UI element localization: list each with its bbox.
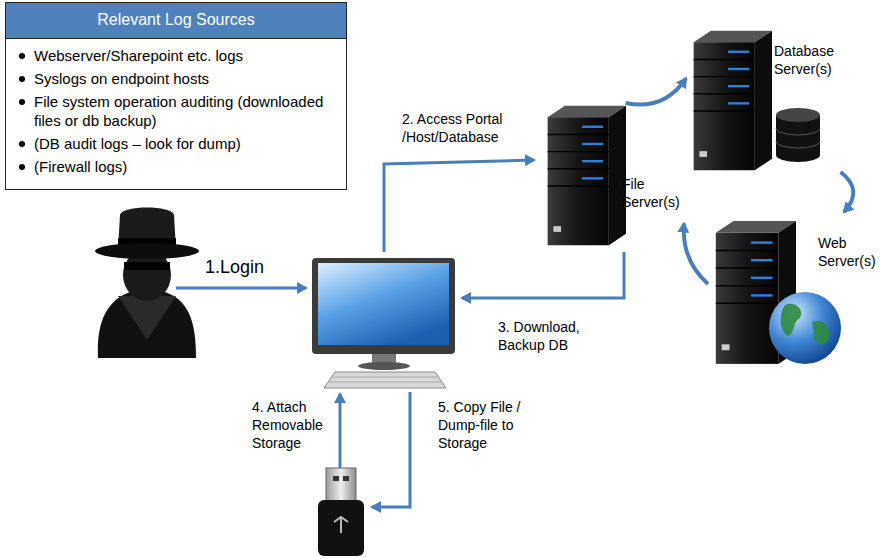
cycle-arrow — [626, 78, 686, 104]
bullet-item: File system operation auditing (download… — [16, 92, 336, 130]
server-node: Database Server(s) — [686, 28, 870, 172]
legend-box: Relevant Log SourcesWebserver/Sharepoint… — [5, 2, 347, 190]
cycle-arrow — [841, 172, 854, 212]
usb-stick — [318, 468, 364, 556]
bullet-item: Syslogs on endpoint hosts — [16, 69, 336, 88]
database-cylinder — [776, 108, 820, 162]
bullet-dot — [19, 164, 25, 170]
bullet-text: Webserver/Sharepoint etc. logs — [34, 47, 243, 64]
step-label: 3. Download, Backup DB — [498, 318, 602, 354]
bullet-dot — [19, 76, 25, 82]
bullet-text: Syslogs on endpoint hosts — [34, 70, 209, 87]
bullet-item: Webserver/Sharepoint etc. logs — [16, 46, 336, 65]
step-label: 5. Copy File / Dump-file to Storage — [438, 398, 538, 452]
bullet-text: File system operation auditing (download… — [34, 93, 323, 129]
bullet-dot — [19, 99, 25, 105]
bullet-dot — [19, 141, 25, 147]
bullet-text: (Firewall logs) — [34, 158, 127, 175]
step-arrows — [176, 160, 624, 507]
cycle-arrow — [684, 224, 708, 284]
bullet-text: (DB audit logs – look for dump) — [34, 135, 241, 152]
server-label: Database Server(s) — [774, 42, 854, 78]
legend-title: Relevant Log Sources — [6, 3, 346, 39]
server-node: Web Server(s) — [708, 212, 878, 372]
legend-body: Webserver/Sharepoint etc. logsSyslogs on… — [6, 39, 346, 189]
step-label: 4. Attach Removable Storage — [252, 398, 332, 452]
bullet-item: (Firewall logs) — [16, 157, 336, 176]
bullet-dot — [19, 53, 25, 59]
hacker-figure — [95, 208, 199, 359]
computer — [312, 258, 455, 388]
server-label: Web Server(s) — [818, 234, 874, 270]
server-node: File Server(s) — [538, 103, 684, 250]
database-server-icon — [694, 31, 772, 171]
file-server-icon — [548, 106, 626, 246]
step-label: 2. Access Portal /Host/Database — [402, 110, 530, 146]
server-label: File Server(s) — [622, 175, 680, 211]
bullet-item: (DB audit logs – look for dump) — [16, 134, 336, 153]
globe — [769, 292, 841, 364]
step-label: 1.Login — [205, 256, 285, 278]
